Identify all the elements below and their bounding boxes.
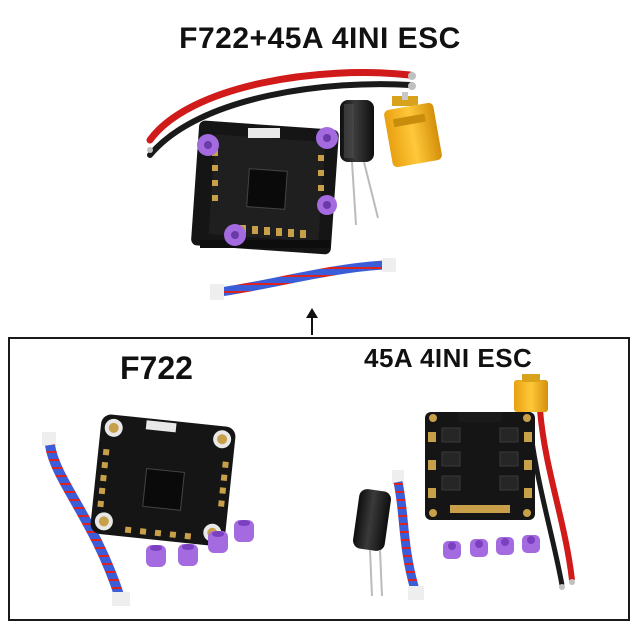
capacitor-top [340, 100, 379, 226]
fc-board-left [90, 414, 236, 547]
esc-title: 45A 4INI ESC [364, 343, 533, 373]
ribbon-cable-top [210, 258, 396, 300]
red-power-wire [146, 69, 414, 144]
xt60-connector-right [514, 374, 548, 412]
top-title: F722+45A 4INI ESC [179, 22, 461, 55]
ribbon-cable-left [42, 432, 130, 606]
bottom-panel-frame [8, 337, 630, 621]
fc-stack-top [191, 120, 339, 255]
f722-product-group [42, 414, 254, 606]
esc-board-right [425, 412, 535, 520]
standoff [234, 520, 254, 542]
standoff [208, 531, 228, 553]
capacitor-right [353, 489, 391, 597]
ribbon-cable-right [392, 470, 424, 600]
xt60-connector-top [384, 92, 442, 168]
arrow-up-icon [306, 308, 318, 335]
standoff [146, 545, 166, 567]
top-product-group [146, 69, 442, 300]
esc-product-group [353, 374, 575, 600]
f722-title: F722 [120, 350, 193, 386]
standoff [178, 544, 198, 566]
black-power-wire [147, 81, 413, 158]
red-power-wire [537, 409, 575, 581]
